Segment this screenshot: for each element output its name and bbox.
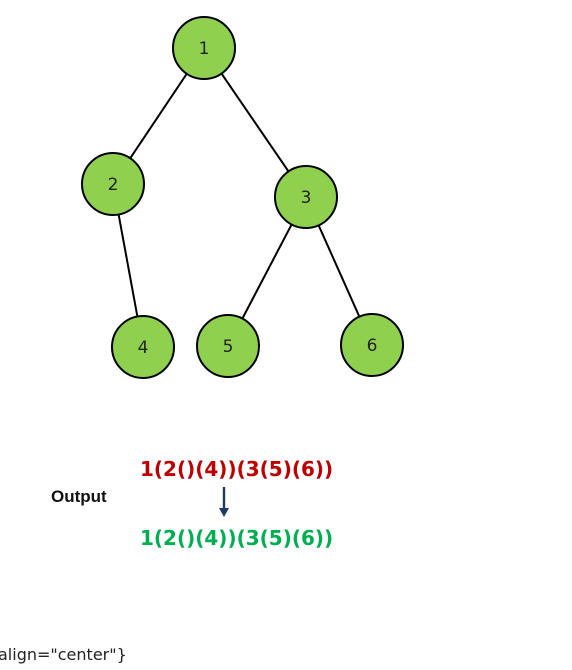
input-string: 1(2()(4))(3(5)(6)) — [140, 457, 333, 481]
output-label: Output — [51, 487, 107, 506]
node-label-1: 1 — [199, 39, 210, 59]
node-label-6: 6 — [367, 336, 378, 356]
tree-node-1: 1 — [172, 16, 236, 80]
down-arrow-icon — [219, 487, 229, 517]
tree-node-6: 6 — [340, 313, 404, 377]
node-circle-1 — [172, 16, 236, 80]
node-label-4: 4 — [138, 338, 149, 358]
node-circle-2 — [81, 152, 145, 216]
result-string: 1(2()(4))(3(5)(6)) — [140, 526, 333, 550]
tree-node-3: 3 — [274, 165, 338, 229]
tree-nodes: 1 2 3 4 5 6 — [81, 16, 404, 379]
footer-text: align="center"} — [0, 645, 127, 664]
node-label-2: 2 — [108, 175, 119, 195]
node-circle-5 — [196, 314, 260, 378]
node-circle-4 — [111, 315, 175, 379]
node-label-3: 3 — [301, 188, 312, 208]
tree-node-4: 4 — [111, 315, 175, 379]
node-circle-3 — [274, 165, 338, 229]
node-label-5: 5 — [223, 337, 234, 357]
node-circle-6 — [340, 313, 404, 377]
tree-node-5: 5 — [196, 314, 260, 378]
tree-node-2: 2 — [81, 152, 145, 216]
